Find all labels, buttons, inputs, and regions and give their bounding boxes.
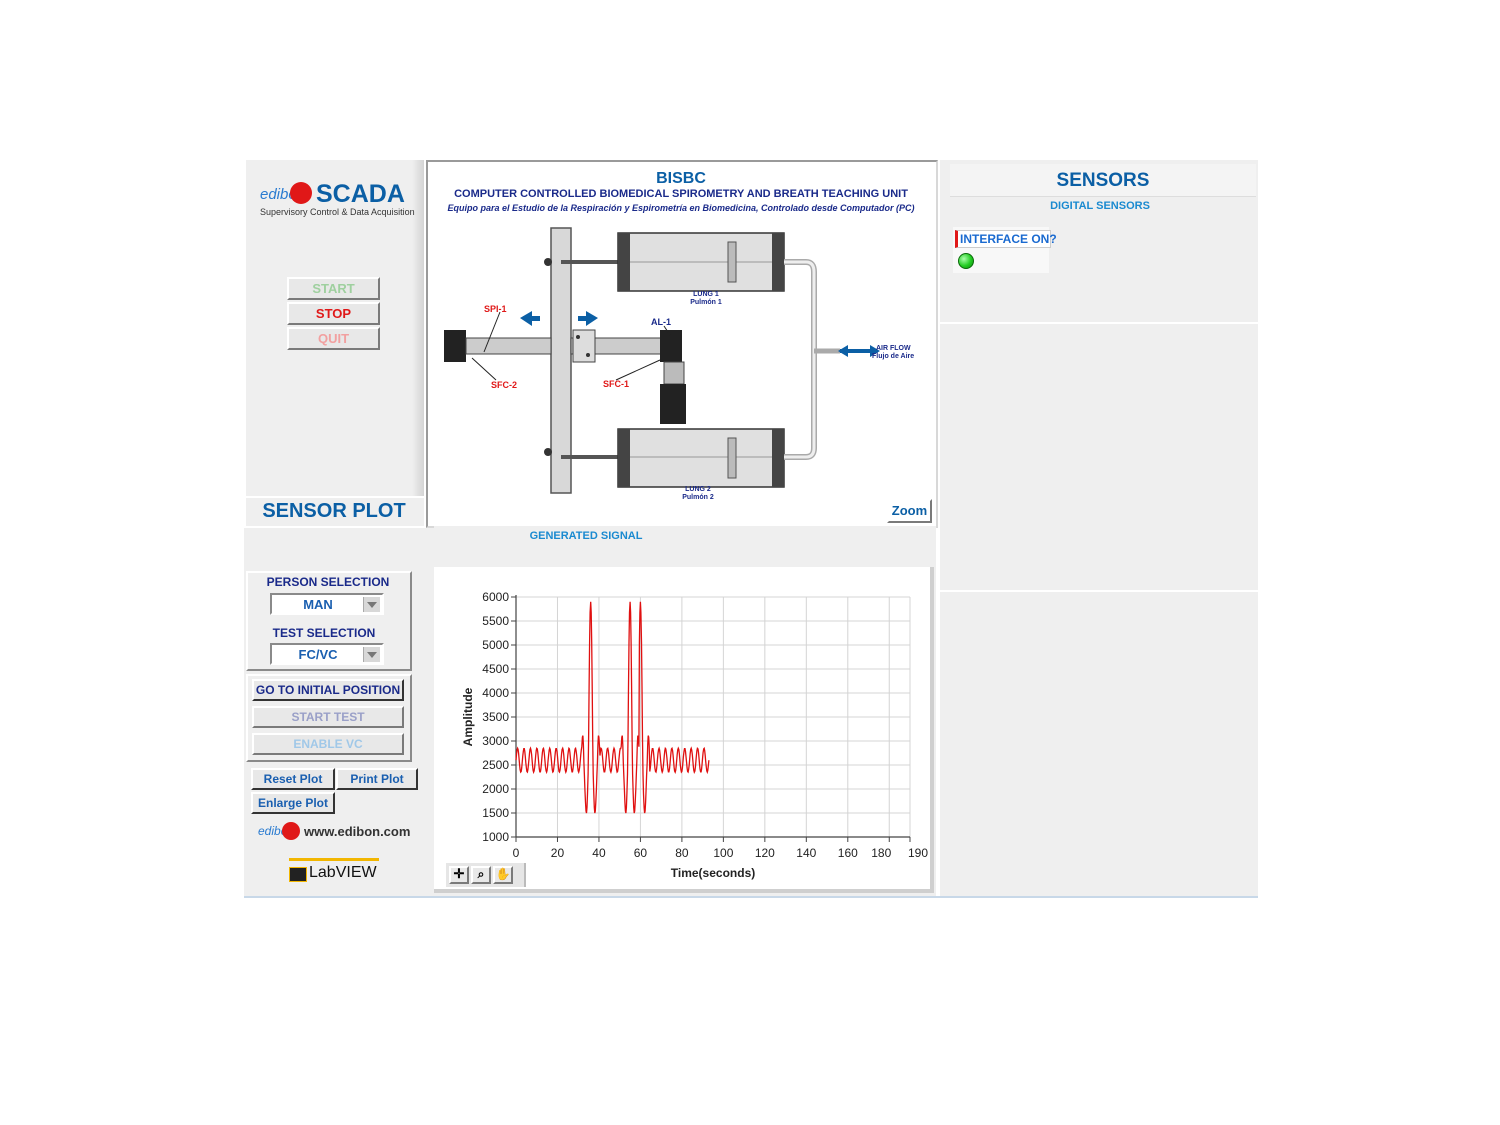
x-tick-label: 20	[551, 846, 565, 860]
chevron-down-icon[interactable]	[363, 597, 380, 612]
person-selection-dropdown[interactable]: MAN	[270, 593, 384, 615]
quit-button[interactable]: QUIT	[287, 327, 380, 350]
edibon-logo-dot	[290, 182, 312, 204]
x-tick-label: 0	[513, 846, 520, 860]
label-sfc1: SFC-1	[603, 379, 630, 389]
enlarge-plot-button[interactable]: Enlarge Plot	[251, 792, 335, 814]
label-airflow-es: Flujo de Aire	[872, 353, 915, 360]
edibon-scada-logo: edibon SCADA Supervisory Control & Data …	[258, 180, 418, 220]
labview-text: LabVIEW	[309, 864, 377, 881]
edibon-website-logo: edibon www.edibon.com	[258, 820, 428, 844]
website-link[interactable]: www.edibon.com	[304, 824, 411, 839]
y-tick-label: 6000	[482, 590, 509, 604]
bottom-divider	[244, 896, 1258, 898]
person-selection-value: MAN	[303, 597, 333, 612]
crosshair-icon[interactable]: ✛	[449, 866, 469, 884]
x-tick-label: 120	[755, 846, 775, 860]
label-spi1: SPI-1	[484, 304, 507, 314]
enable-vc-button[interactable]: ENABLE VC	[252, 733, 404, 755]
reset-plot-button[interactable]: Reset Plot	[251, 768, 335, 790]
sensors-panel-middle	[940, 324, 1258, 590]
x-tick-label: 100	[713, 846, 733, 860]
y-tick-label: 5500	[482, 614, 509, 628]
left-panel-shadow	[412, 160, 424, 496]
pan-hand-icon[interactable]: ✋	[493, 866, 513, 884]
sensors-title-bar	[950, 164, 1256, 197]
interface-led-indicator	[958, 253, 974, 269]
stop-button[interactable]: STOP	[287, 302, 380, 325]
y-tick-label: 2500	[482, 758, 509, 772]
y-axis-label: Amplitude	[461, 687, 475, 746]
person-selection-label: PERSON SELECTION	[266, 575, 390, 589]
labview-icon	[289, 867, 307, 882]
y-tick-label: 4500	[482, 662, 509, 676]
label-lung1-es: Pulmón 1	[690, 299, 722, 306]
test-selection-label: TEST SELECTION	[272, 626, 376, 640]
x-axis-label: Time(seconds)	[671, 866, 755, 880]
y-tick-label: 2000	[482, 782, 509, 796]
go-to-initial-position-button[interactable]: GO TO INITIAL POSITION	[252, 679, 404, 701]
x-tick-label: 190	[908, 846, 928, 860]
unit-subtitle: Equipo para el Estudio de la Respiración…	[447, 203, 915, 213]
chevron-down-icon[interactable]	[363, 647, 380, 662]
sensors-title: SENSORS	[1056, 170, 1150, 191]
start-button[interactable]: START	[287, 277, 380, 300]
sensor-plot-title: SENSOR PLOT	[262, 500, 406, 522]
test-selection-dropdown[interactable]: FC/VC	[270, 643, 384, 665]
x-tick-label: 80	[675, 846, 689, 860]
x-tick-label: 180	[871, 846, 891, 860]
labview-bar	[289, 858, 379, 861]
label-lung2: LUNG 2	[685, 486, 711, 493]
scada-logo-text: SCADA	[316, 180, 405, 208]
x-tick-label: 140	[796, 846, 816, 860]
y-tick-label: 1000	[482, 830, 509, 844]
label-airflow: AIR FLOW	[876, 345, 911, 352]
test-selection-value: FC/VC	[298, 647, 338, 662]
label-al1: AL-1	[651, 317, 671, 327]
sensors-panel-bottom	[940, 592, 1258, 896]
label-sfc2: SFC-2	[491, 380, 518, 390]
y-tick-label: 4000	[482, 686, 509, 700]
edibon-logo-dot-footer	[282, 822, 300, 840]
x-tick-label: 40	[592, 846, 606, 860]
chart-title: GENERATED SIGNAL	[529, 530, 643, 542]
y-tick-label: 3000	[482, 734, 509, 748]
interface-label: INTERFACE ON?	[955, 230, 1057, 248]
y-tick-label: 3500	[482, 710, 509, 724]
unit-title: COMPUTER CONTROLLED BIOMEDICAL SPIROMETR…	[454, 188, 908, 200]
unit-code: BISBC	[656, 170, 706, 187]
label-lung1: LUNG 1	[693, 291, 719, 298]
sensor-plot-header	[246, 498, 424, 526]
scada-tagline: Supervisory Control & Data Acquisition	[260, 207, 415, 217]
signal-series-line	[515, 601, 710, 814]
print-plot-button[interactable]: Print Plot	[336, 768, 418, 790]
start-test-button[interactable]: START TEST	[252, 706, 404, 728]
x-tick-label: 160	[838, 846, 858, 860]
digital-sensors-label: DIGITAL SENSORS	[1050, 200, 1150, 212]
y-tick-label: 1500	[482, 806, 509, 820]
generated-signal-chart: 1000150020002500300035004000450050005500…	[461, 590, 928, 880]
zoom-tool-icon[interactable]: ⌕	[471, 866, 491, 884]
label-lung2-es: Pulmón 2	[682, 494, 714, 501]
x-tick-label: 60	[634, 846, 648, 860]
y-tick-label: 5000	[482, 638, 509, 652]
spirometry-diagram	[444, 227, 880, 494]
labview-logo: LabVIEW	[289, 858, 379, 884]
zoom-button[interactable]: Zoom	[887, 499, 932, 523]
